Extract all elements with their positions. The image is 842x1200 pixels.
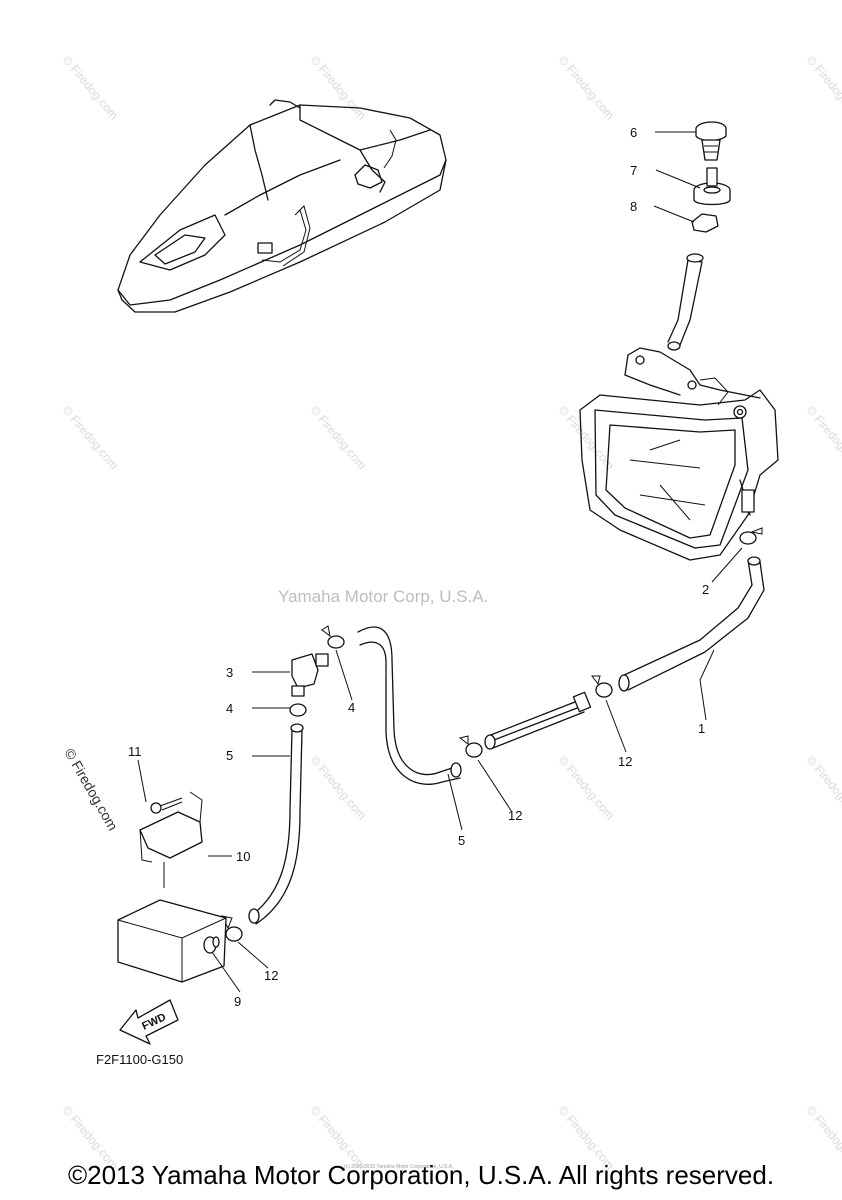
callout-12-left: 12 [264,968,278,983]
bracket-10 [139,791,203,863]
watermark: © Firedog.com [308,403,369,472]
watermark: © Firedog.com [804,753,842,822]
screw-11 [150,797,183,814]
cap-stack [691,121,731,233]
clamp-4 [289,703,307,717]
hose-5-left [248,723,304,925]
callout-10: 10 [236,849,250,864]
callout-11: 11 [128,744,142,759]
clamps-12 [221,675,613,942]
side-watermark: © Firedog.com [61,746,121,834]
watermark: © Firedog.com [308,53,369,122]
watermark: © Firedog.com [308,753,369,822]
callouts: 6 7 8 2 1 3 4 4 5 5 12 12 12 11 10 9 [128,125,709,1009]
callout-6: 6 [630,125,637,140]
callout-12-middle: 12 [508,808,522,823]
callout-12-right: 12 [618,754,632,769]
callout-4-right: 4 [348,700,355,715]
callout-4-left: 4 [226,701,233,716]
jet-pump-housing [579,347,779,561]
clamp-2 [739,527,763,545]
main-hose [618,556,765,692]
watermark: © Firedog.com [804,403,842,472]
leader-lines [137,131,743,993]
callout-1: 1 [698,721,705,736]
callout-5-middle: 5 [458,833,465,848]
callout-7: 7 [630,163,637,178]
forward-arrow: FWD [119,999,179,1045]
tube-middle [484,691,592,750]
hose-5-middle [321,625,462,785]
copyright-footer: ©2013 Yamaha Motor Corporation, U.S.A. A… [67,1160,775,1190]
small-print: (c) 2005-2015 Yamaha Motor Corporation, … [344,1164,454,1170]
callout-8: 8 [630,199,637,214]
watermark: © Firedog.com [60,53,121,122]
watermark-layer: © Firedog.com © Firedog.com © Firedog.co… [60,53,842,1172]
callout-2: 2 [702,582,709,597]
callout-9: 9 [234,994,241,1009]
diagram-code: F2F1100-G150 [96,1052,183,1067]
watermark: © Firedog.com [804,53,842,122]
callout-3: 3 [226,665,233,680]
center-watermark: Yamaha Motor Corp, U.S.A. [278,587,488,606]
watercraft-illustration [117,99,447,313]
callout-5-left: 5 [226,748,233,763]
watermark: © Firedog.com [60,403,121,472]
watermark: © Firedog.com [556,53,617,122]
upper-hose [667,253,704,351]
box-9 [117,899,227,983]
fitting-3 [291,653,329,697]
watermark: © Firedog.com [556,753,617,822]
